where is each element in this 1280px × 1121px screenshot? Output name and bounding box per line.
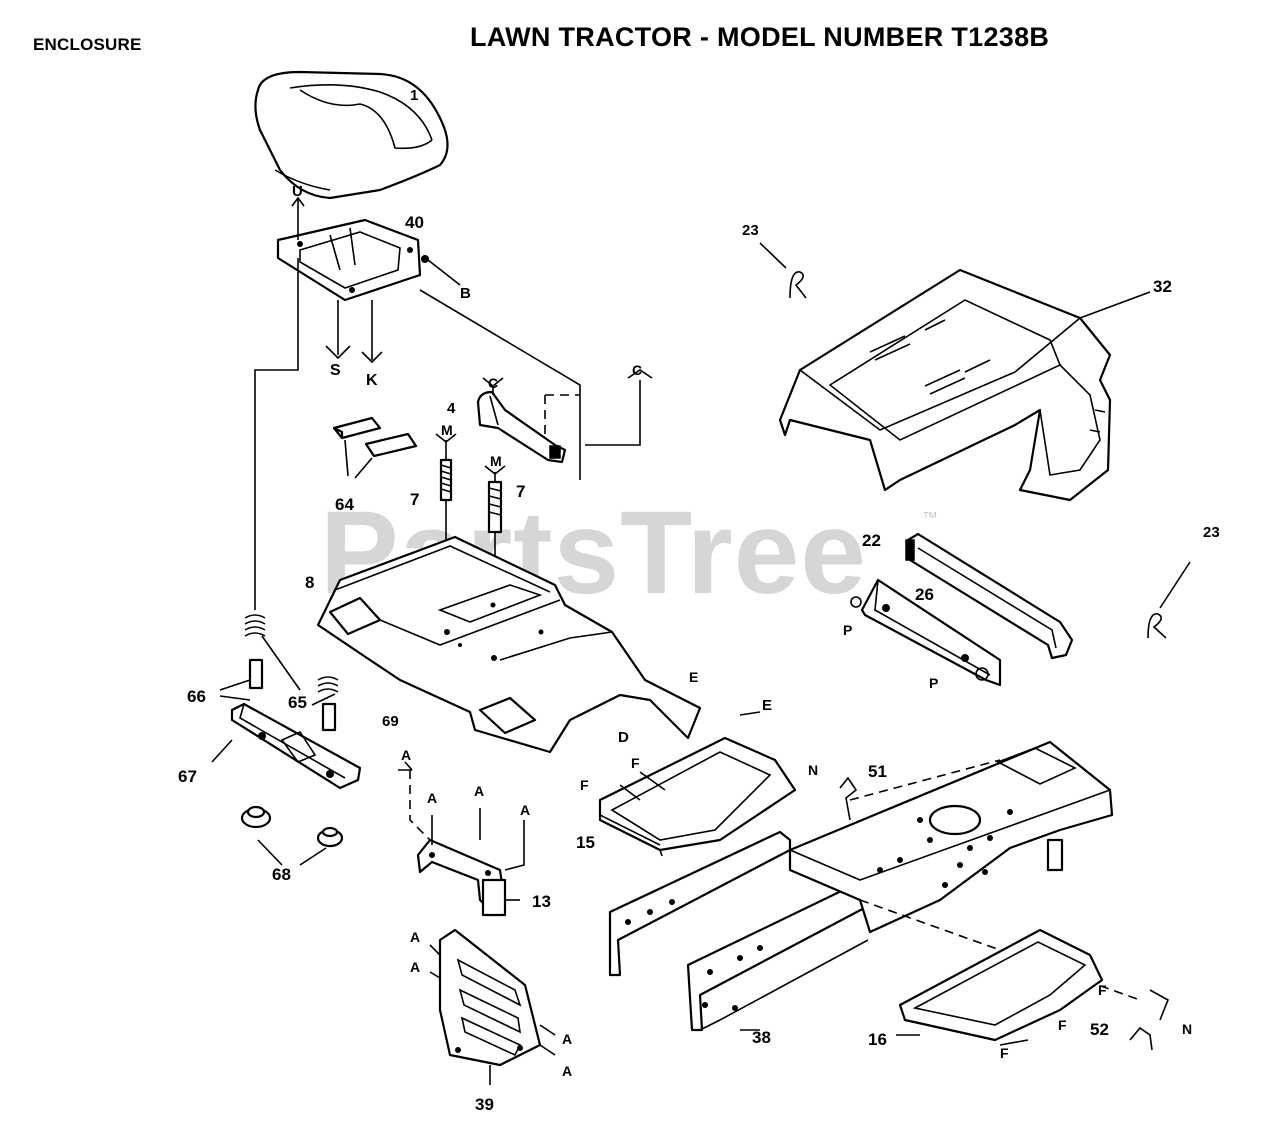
ref-letter-b: B: [460, 285, 471, 302]
bracket-part: [476, 390, 580, 464]
ref-letter-p1: P: [843, 622, 852, 638]
ref-letter-c1: C: [488, 375, 498, 391]
pad-parts: [332, 416, 418, 479]
ref-letter-a7: A: [562, 1031, 572, 1047]
seat-part: [254, 70, 449, 200]
label-part-69: 69: [382, 713, 399, 730]
ref-letter-a3: A: [474, 783, 484, 799]
label-part-32: 32: [1153, 277, 1172, 296]
mount-plate-part: [230, 702, 362, 790]
ref-letter-e1: E: [689, 669, 698, 685]
ref-letter-s: S: [330, 362, 341, 379]
section-title: ENCLOSURE: [33, 35, 142, 54]
label-part-8: 8: [305, 573, 314, 592]
support-part: [905, 532, 1074, 660]
label-part-23a: 23: [742, 222, 759, 239]
ref-letter-a1: A: [401, 747, 411, 763]
ref-letter-a6: A: [410, 959, 420, 975]
label-part-67: 67: [178, 767, 197, 786]
spring-parts: [219, 614, 339, 732]
label-part-7b: 7: [516, 482, 525, 501]
side-bracket-part: [850, 578, 1002, 687]
ref-letter-k: K: [366, 372, 378, 389]
ref-letter-n2: N: [1182, 1021, 1192, 1037]
label-part-7a: 7: [410, 490, 419, 509]
label-part-23b: 23: [1203, 524, 1220, 541]
console-part: [316, 535, 702, 754]
ref-letter-n1: N: [808, 762, 818, 778]
trademark-symbol: ™: [922, 510, 938, 527]
label-part-64: 64: [335, 495, 354, 514]
label-part-16: 16: [868, 1030, 887, 1049]
hood-part: [778, 268, 1112, 502]
ref-letter-u: U: [292, 183, 303, 200]
front-panel-part: [438, 928, 542, 1067]
ref-letter-a8: A: [562, 1063, 572, 1079]
ref-letter-f5: F: [1000, 1045, 1009, 1061]
label-part-38: 38: [752, 1028, 771, 1047]
ref-letter-f4: F: [1058, 1017, 1067, 1033]
label-part-68: 68: [272, 865, 291, 884]
ref-letter-a2: A: [427, 790, 437, 806]
footrest-right-part: [898, 928, 1104, 1042]
frame-rail-part: [608, 830, 872, 1032]
chassis-part: [788, 740, 1114, 934]
ref-letter-m1: M: [441, 422, 453, 438]
ref-letter-m2: M: [490, 453, 502, 469]
grommet-parts: [240, 805, 344, 866]
ref-letter-a5: A: [410, 929, 420, 945]
label-part-4: 4: [447, 400, 456, 417]
label-part-66: 66: [187, 687, 206, 706]
ref-letter-e2: E: [762, 697, 772, 714]
page-title: LAWN TRACTOR - MODEL NUMBER T1238B: [470, 22, 1050, 52]
clip-52: [1129, 1026, 1153, 1051]
ref-letter-p2: P: [929, 675, 938, 691]
label-part-26: 26: [915, 585, 934, 604]
label-part-52: 52: [1090, 1020, 1109, 1039]
label-part-65: 65: [288, 693, 307, 712]
label-part-40: 40: [405, 213, 424, 232]
ref-letter-d: D: [618, 729, 629, 746]
footrest-left-part: [598, 736, 797, 857]
label-part-13: 13: [532, 892, 551, 911]
ref-letter-f1: F: [631, 755, 640, 771]
ref-letter-c2: C: [632, 362, 642, 378]
label-part-22: 22: [862, 531, 881, 550]
clip-51: [839, 776, 858, 821]
clip-23-right: [1147, 613, 1167, 639]
ref-letter-f2: F: [580, 777, 589, 793]
clip-23-left: [789, 271, 807, 299]
label-part-51: 51: [868, 762, 887, 781]
label-part-15: 15: [576, 833, 595, 852]
ref-letter-f3: F: [1098, 982, 1107, 998]
seat-pan-part: [276, 218, 429, 302]
label-part-1: 1: [410, 87, 418, 104]
label-part-39: 39: [475, 1095, 494, 1114]
steering-support-part: [416, 838, 507, 917]
ref-letter-a4: A: [520, 802, 530, 818]
